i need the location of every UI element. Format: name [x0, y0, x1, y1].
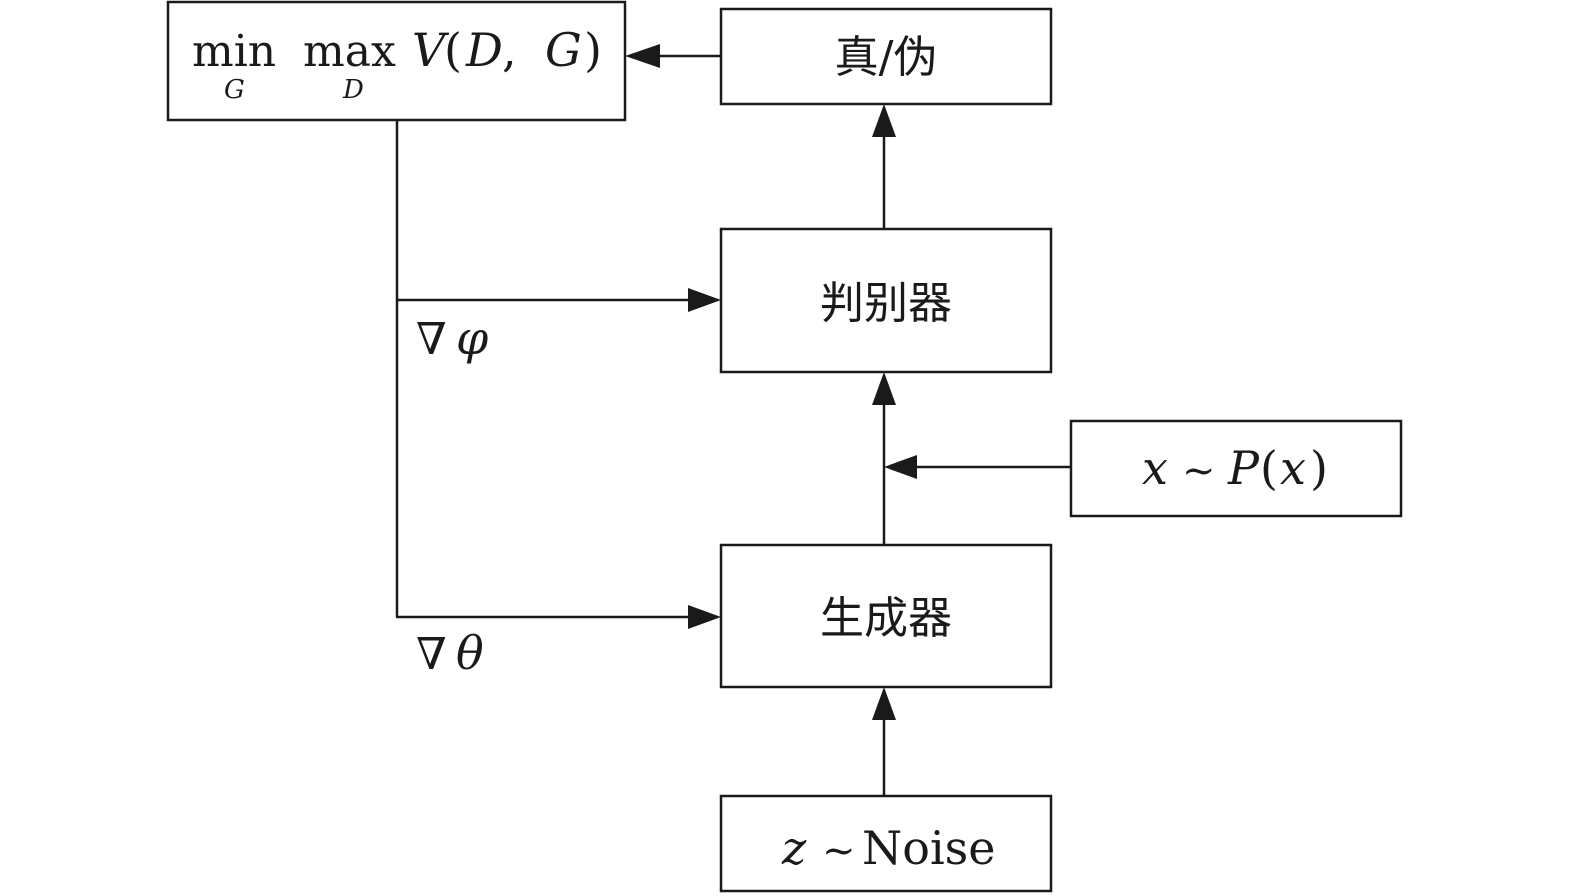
real-data-merge-arrowhead	[884, 455, 917, 479]
real-data-open-paren: (	[1260, 441, 1278, 495]
generator-gradient-nabla: ∇	[416, 629, 447, 680]
connectors	[395, 44, 1071, 796]
max-subscript: D	[342, 75, 364, 105]
discriminator-label: 判别器	[820, 278, 952, 329]
output-to-objective-arrowhead	[625, 44, 660, 68]
discriminator-to-output-arrowhead	[872, 104, 896, 137]
value-function: V	[412, 23, 450, 77]
discriminator-box: 判别器	[719, 227, 1053, 374]
close-paren: )	[584, 23, 602, 77]
noise-name: Noise	[862, 821, 996, 875]
generator-gradient-arrowhead	[688, 605, 721, 629]
arg-generator: G	[545, 23, 582, 77]
real-data-box: x ~ P ( x )	[1069, 419, 1403, 518]
objective-box: min G max D V ( D , G )	[166, 0, 627, 122]
output-box: 真/伪	[719, 7, 1053, 106]
noise-to-generator-arrowhead	[872, 687, 896, 720]
comma: ,	[502, 23, 517, 77]
arg-discriminator: D	[465, 23, 503, 77]
discriminator-gradient-param: φ	[456, 311, 489, 365]
output-label: 真/伪	[835, 32, 938, 83]
generator-gradient-param: θ	[456, 626, 484, 680]
generator-to-discriminator-arrowhead	[872, 372, 896, 405]
min-operator: min	[192, 26, 276, 77]
real-data-distribution: P	[1227, 441, 1260, 495]
noise-variable: z	[781, 821, 807, 875]
generator-label: 生成器	[820, 593, 952, 644]
max-operator: max	[303, 26, 396, 77]
noise-box: z ~ Noise	[719, 794, 1053, 893]
generator-box: 生成器	[719, 543, 1053, 689]
discriminator-gradient-arrowhead	[688, 288, 721, 312]
real-data-variable: x	[1142, 441, 1168, 495]
real-data-tilde: ~	[1182, 448, 1216, 494]
gradient-labels: ∇ φ ∇ θ	[416, 311, 489, 680]
open-paren: (	[444, 23, 462, 77]
noise-tilde: ~	[822, 828, 856, 874]
discriminator-gradient-nabla: ∇	[416, 314, 447, 365]
real-data-close-paren: )	[1310, 441, 1328, 495]
real-data-argument: x	[1280, 441, 1306, 495]
min-subscript: G	[224, 75, 245, 105]
